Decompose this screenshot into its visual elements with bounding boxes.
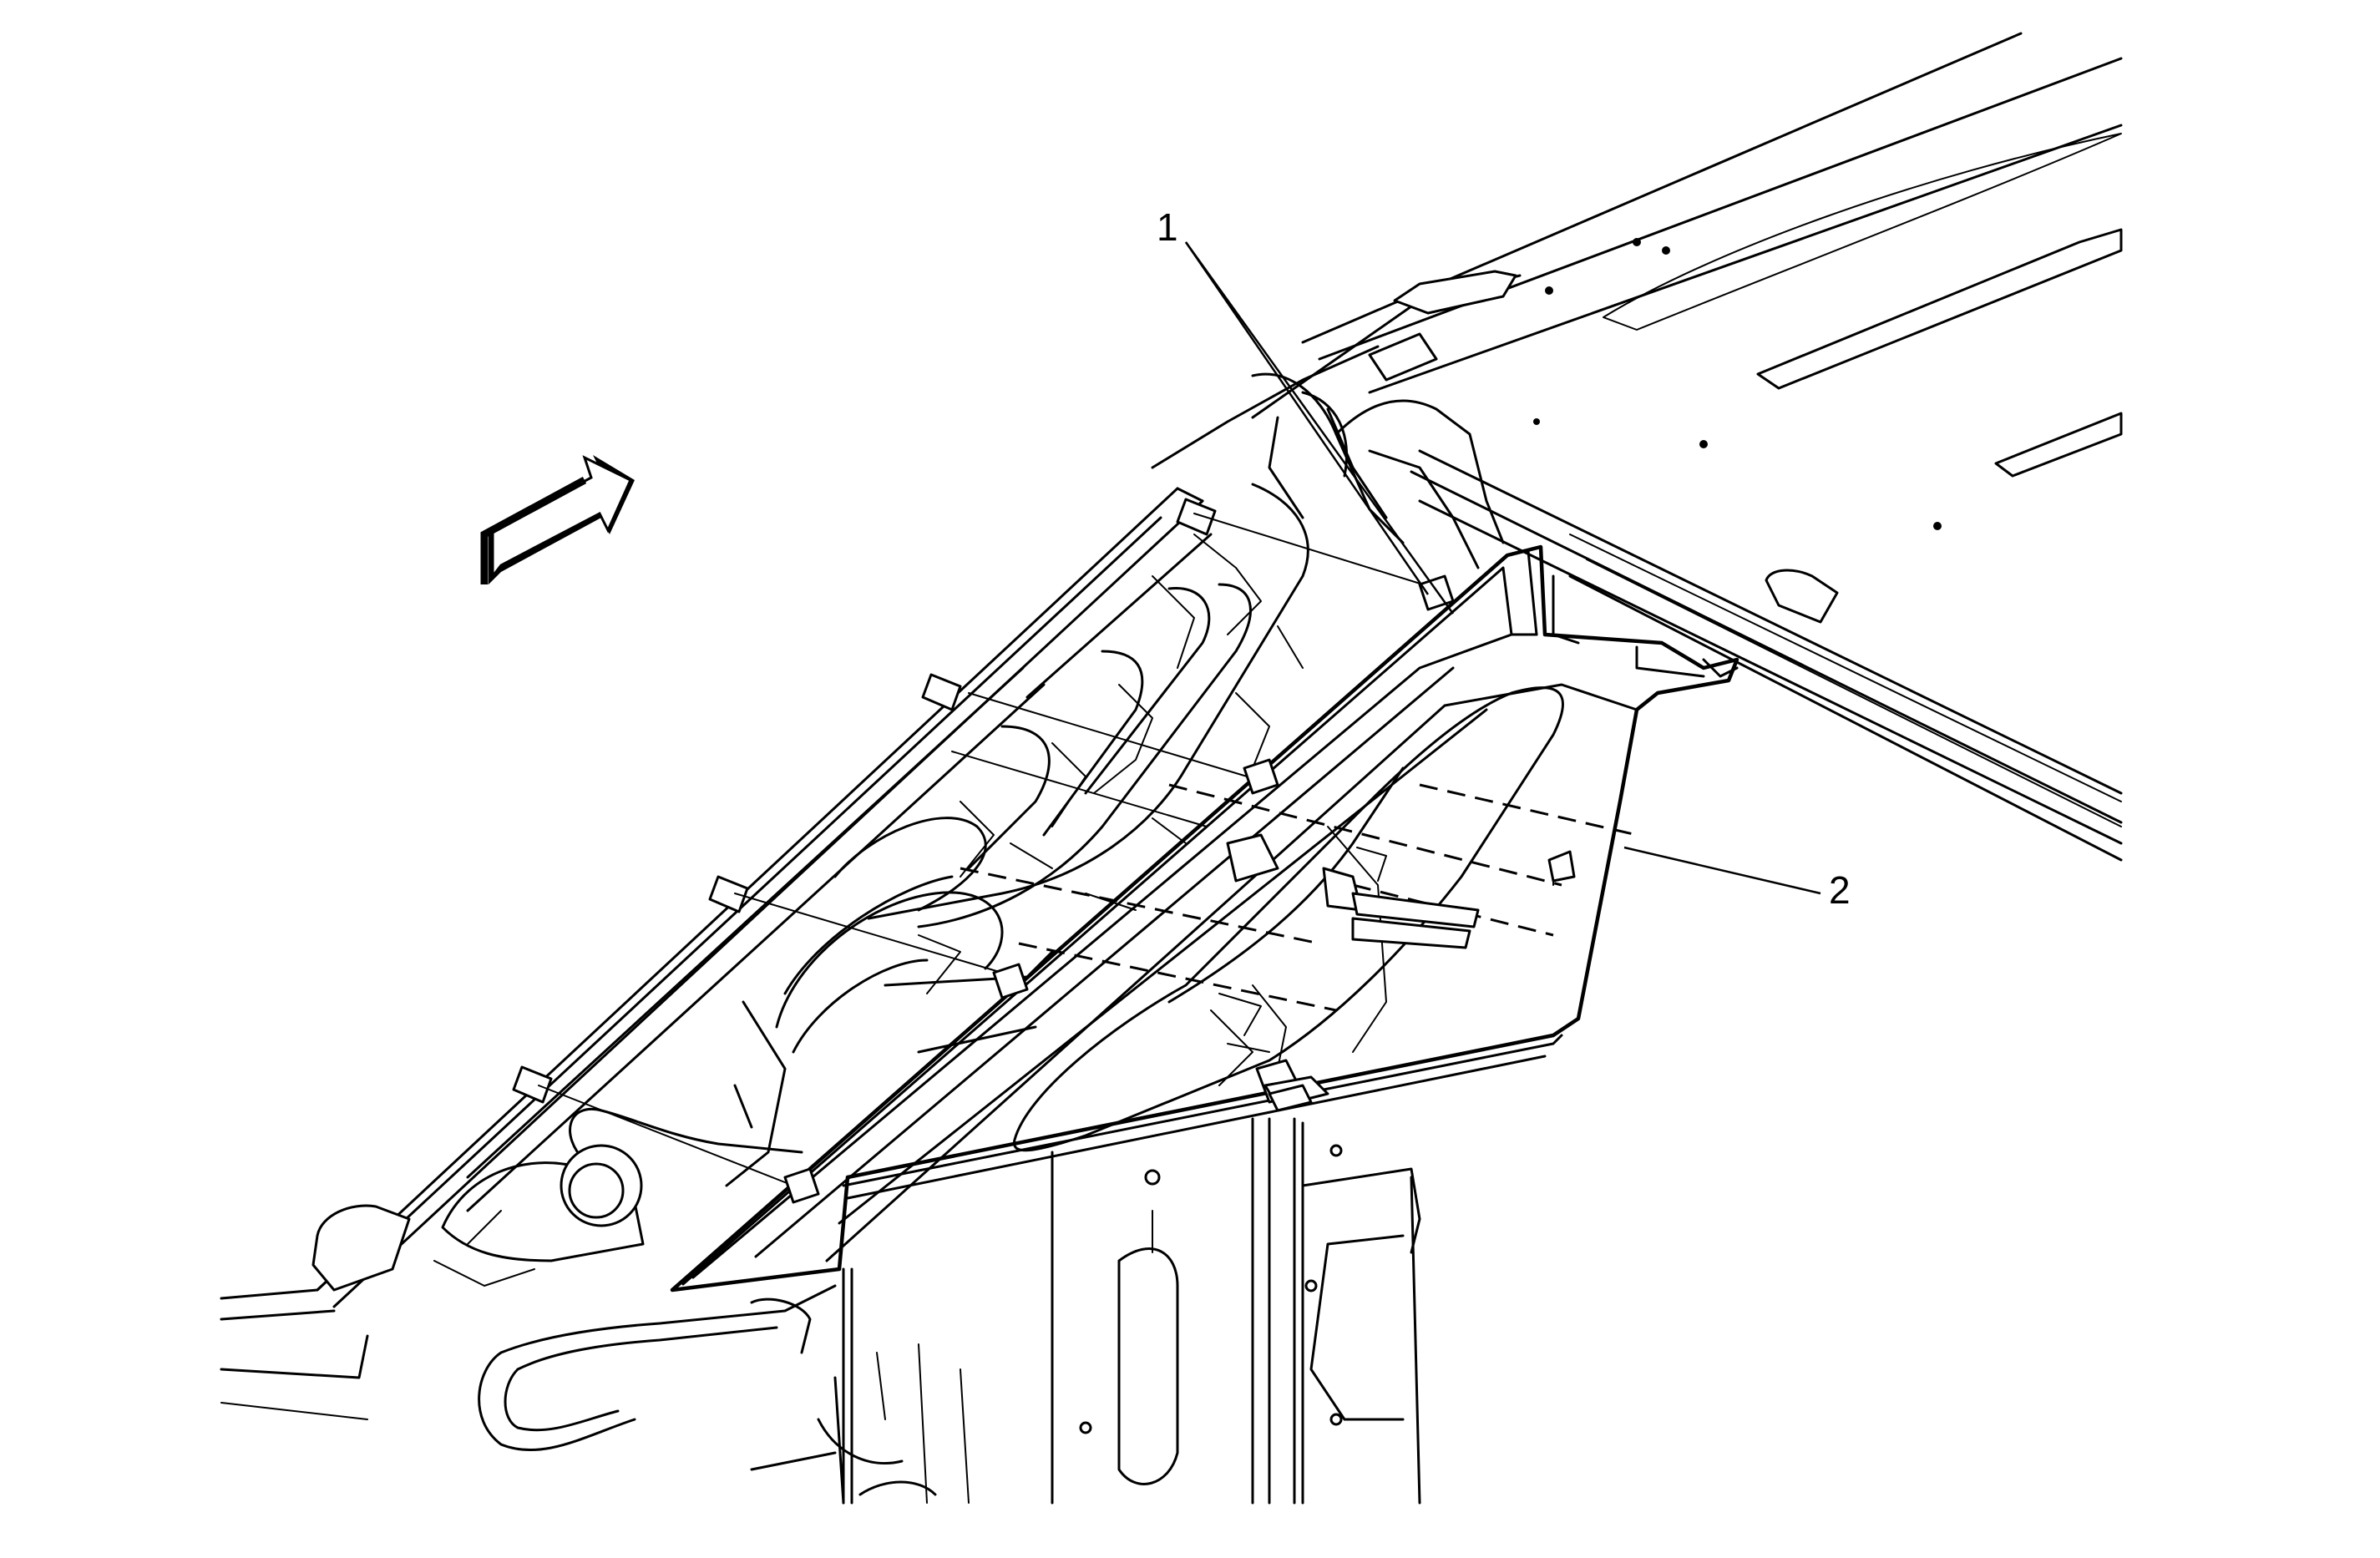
lower-body-structure bbox=[478, 1117, 1421, 1505]
callout-1-leader bbox=[1184, 241, 1430, 595]
roof-side-rail bbox=[1410, 449, 2123, 862]
callout-1-leader-secondary bbox=[1184, 241, 1455, 615]
callout-leaders bbox=[1184, 241, 1821, 895]
callout-2: 2 bbox=[1829, 868, 1851, 912]
installation-lines bbox=[538, 513, 1638, 1186]
forward-direction-arrow-icon bbox=[480, 455, 635, 584]
callout-2-leader bbox=[1623, 846, 1821, 895]
windshield-clips bbox=[512, 498, 1217, 1104]
a-pillar-upper bbox=[1151, 270, 1522, 569]
a-pillar-trim-panel bbox=[670, 544, 1739, 1292]
callout-1: 1 bbox=[1157, 205, 1178, 249]
roof-panel bbox=[1301, 32, 2123, 530]
pillar-inner-structure bbox=[433, 372, 1405, 1287]
trim-retainer-clips bbox=[783, 574, 1576, 1204]
